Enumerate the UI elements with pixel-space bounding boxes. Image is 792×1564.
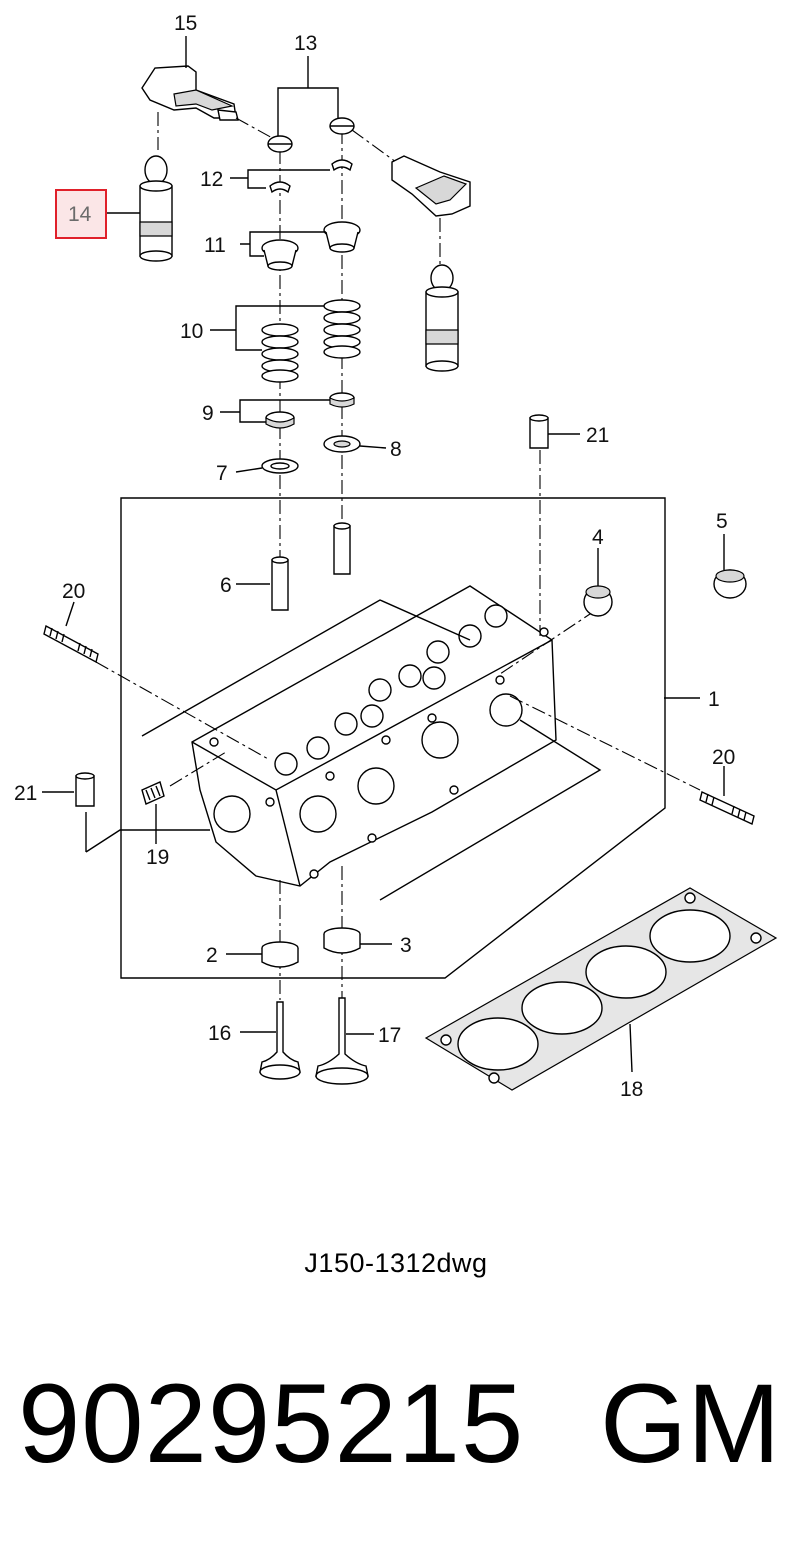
valve-seat-insert-3 — [323, 927, 361, 954]
stud-upper-left — [43, 624, 99, 664]
callout-17: 17 — [378, 1024, 401, 1047]
rocker-arm-left — [141, 65, 277, 150]
expansion-plug-5 — [713, 569, 747, 599]
callout-20-lower: 20 — [712, 746, 735, 769]
callout-19: 19 — [146, 846, 169, 869]
short-stud-19 — [141, 781, 165, 805]
callout-5: 5 — [716, 510, 728, 533]
callout-10: 10 — [180, 320, 203, 343]
intake-valve-16 — [259, 1001, 301, 1080]
callout-21-lower: 21 — [14, 782, 37, 805]
expansion-plug-4 — [583, 585, 613, 617]
brand-name: GM — [600, 1361, 781, 1486]
cylinder-head — [191, 585, 557, 887]
callout-7: 7 — [216, 462, 228, 485]
callout-1: 1 — [708, 688, 720, 711]
callout-12: 12 — [200, 168, 223, 191]
callout-11: 11 — [204, 234, 226, 257]
head-gasket-18 — [424, 887, 778, 1091]
exhaust-valve-17 — [315, 997, 369, 1085]
valve-stack-left — [261, 135, 299, 611]
leader-lines — [42, 36, 725, 1073]
part-number: 90295215 — [18, 1361, 525, 1486]
hydraulic-lifter-right — [425, 264, 459, 372]
callout-8: 8 — [390, 438, 402, 461]
hydraulic-lifter-left — [139, 155, 173, 262]
drawing-code: J150-1312dwg — [304, 1248, 488, 1278]
callout-6: 6 — [220, 574, 232, 597]
dowel-pin-upper — [529, 414, 549, 449]
callout-20-upper: 20 — [62, 580, 85, 603]
callout-14: 14 — [68, 203, 92, 226]
cylinder-head-exploded-diagram: 1 2 3 4 5 6 7 8 9 10 11 12 13 14 15 16 1… — [14, 12, 778, 1101]
callout-4: 4 — [592, 526, 604, 549]
stud-lower-right — [699, 791, 755, 825]
assembly-frame — [120, 497, 666, 979]
callout-15: 15 — [174, 12, 197, 35]
callout-9: 9 — [202, 402, 214, 425]
valve-stack-right — [323, 117, 361, 575]
valve-seat-insert-2 — [261, 941, 299, 968]
callout-3: 3 — [400, 934, 412, 957]
highlight-box-14 — [55, 189, 107, 239]
callout-2: 2 — [206, 944, 218, 967]
callout-18: 18 — [620, 1078, 643, 1101]
dowel-pin-lower — [75, 772, 95, 807]
callout-16: 16 — [208, 1022, 231, 1045]
rocker-arm-right — [351, 129, 471, 268]
callout-21-upper: 21 — [586, 424, 609, 447]
callout-13: 13 — [294, 32, 317, 55]
